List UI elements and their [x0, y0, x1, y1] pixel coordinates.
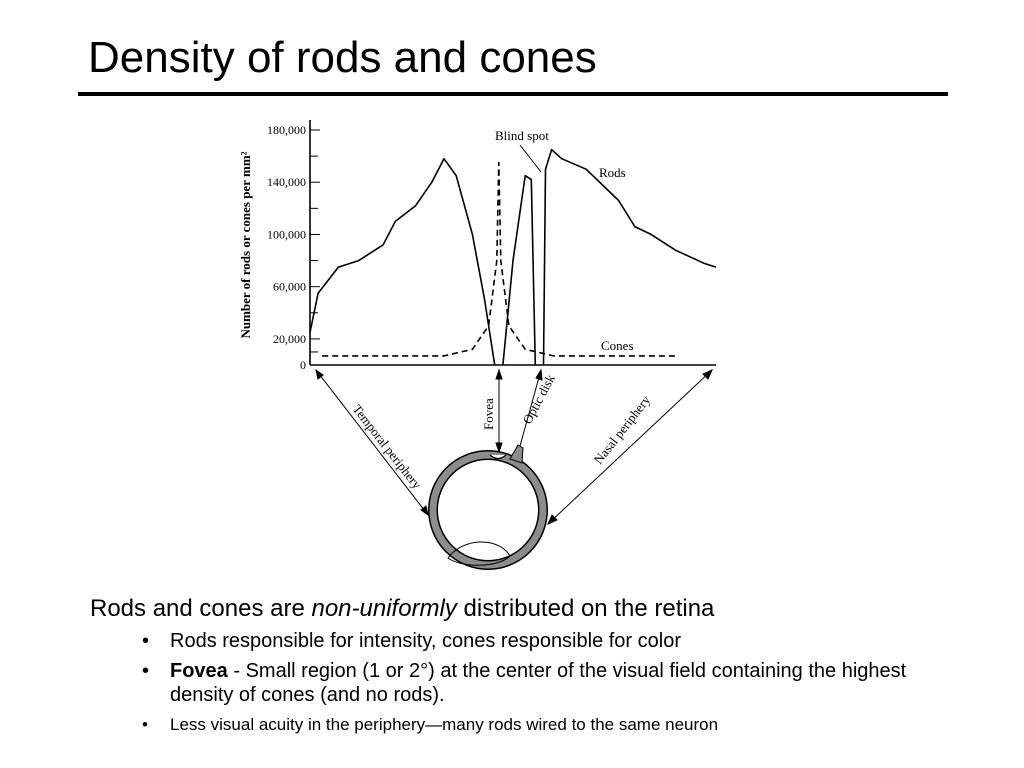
bullet-list: • Rods responsible for intensity, cones r…	[142, 629, 942, 743]
blind-spot-label: Blind spot	[495, 128, 549, 143]
eye-lens	[447, 541, 511, 566]
y-axis-label: Number of rods or cones per mm²	[238, 151, 253, 338]
bullet-bold-term: Fovea	[170, 660, 228, 682]
chart-axes: Number of rods or cones per mm²	[238, 120, 716, 366]
slide-title: Density of rods and cones	[88, 33, 597, 82]
y-tick-label: 180,000	[267, 123, 306, 137]
intro-text-before: Rods and cones are	[90, 595, 312, 622]
intro-sentence: Rods and cones are non-uniformly distrib…	[90, 594, 714, 624]
bullet-marker: •	[142, 630, 150, 652]
eye-diagram	[428, 444, 548, 570]
fovea-pit	[489, 454, 507, 460]
temporal-arrow-head-bottom	[420, 505, 429, 517]
rod-cone-density-figure: Number of rods or cones per mm² 180,000 1…	[238, 120, 717, 570]
optic-disk-arrow	[519, 369, 542, 447]
temporal-arrow-head-top	[315, 368, 324, 380]
rods-density-line	[309, 157, 496, 366]
bullet-text: Rods responsible for intensity, cones re…	[170, 630, 681, 652]
temporal-arrow	[315, 369, 429, 516]
bullet-text: Less visual acuity in the periphery—many…	[170, 715, 719, 734]
retina-pointer-arrows	[315, 368, 713, 525]
bullet-item: • Fovea - Small region (1 or 2°) at the c…	[142, 659, 942, 707]
intro-text-after: distributed on the retina	[456, 595, 715, 622]
cones-label: Cones	[601, 338, 634, 353]
title-divider	[78, 92, 948, 96]
cones-density-line	[322, 161, 676, 357]
eye-retina-ring-fill	[429, 451, 547, 569]
y-tick-label: 100,000	[267, 227, 306, 241]
temporal-periphery-label: Temporal periphery	[350, 402, 425, 493]
fovea-arrow-head-bottom	[495, 442, 503, 454]
rods-density-line	[542, 148, 717, 366]
intro-emphasis: non-uniformly	[311, 595, 457, 622]
rods-label: Rods	[599, 165, 626, 180]
fovea-arrow-head-top	[495, 368, 503, 380]
bullet-item: • Rods responsible for intensity, cones r…	[142, 629, 942, 653]
nasal-arrow-head-bottom	[547, 514, 558, 525]
fovea-label: Fovea	[481, 398, 496, 430]
y-tick-label: 140,000	[267, 175, 306, 189]
chart-annotations: Blind spot Rods Cones Temporal periphery…	[350, 128, 654, 492]
bullet-item: • Less visual acuity in the periphery—man…	[142, 713, 942, 737]
optic-nerve	[509, 444, 524, 464]
bullet-text: - Small region (1 or 2°) at the center o…	[170, 660, 907, 706]
nasal-periphery-label: Nasal periphery	[591, 392, 654, 467]
nasal-arrow-head-top	[702, 369, 713, 380]
blind-spot-pointer	[519, 144, 542, 173]
y-tick-label: 60,000	[273, 280, 306, 294]
bullet-marker: •	[142, 715, 148, 734]
nasal-arrow	[547, 369, 713, 525]
rods-density-line	[502, 174, 537, 366]
bullet-marker: •	[142, 660, 150, 682]
y-tick-label: 20,000	[273, 332, 306, 346]
y-tick-label: 0	[300, 358, 306, 372]
optic-disk-arrow-head-top	[535, 368, 543, 381]
